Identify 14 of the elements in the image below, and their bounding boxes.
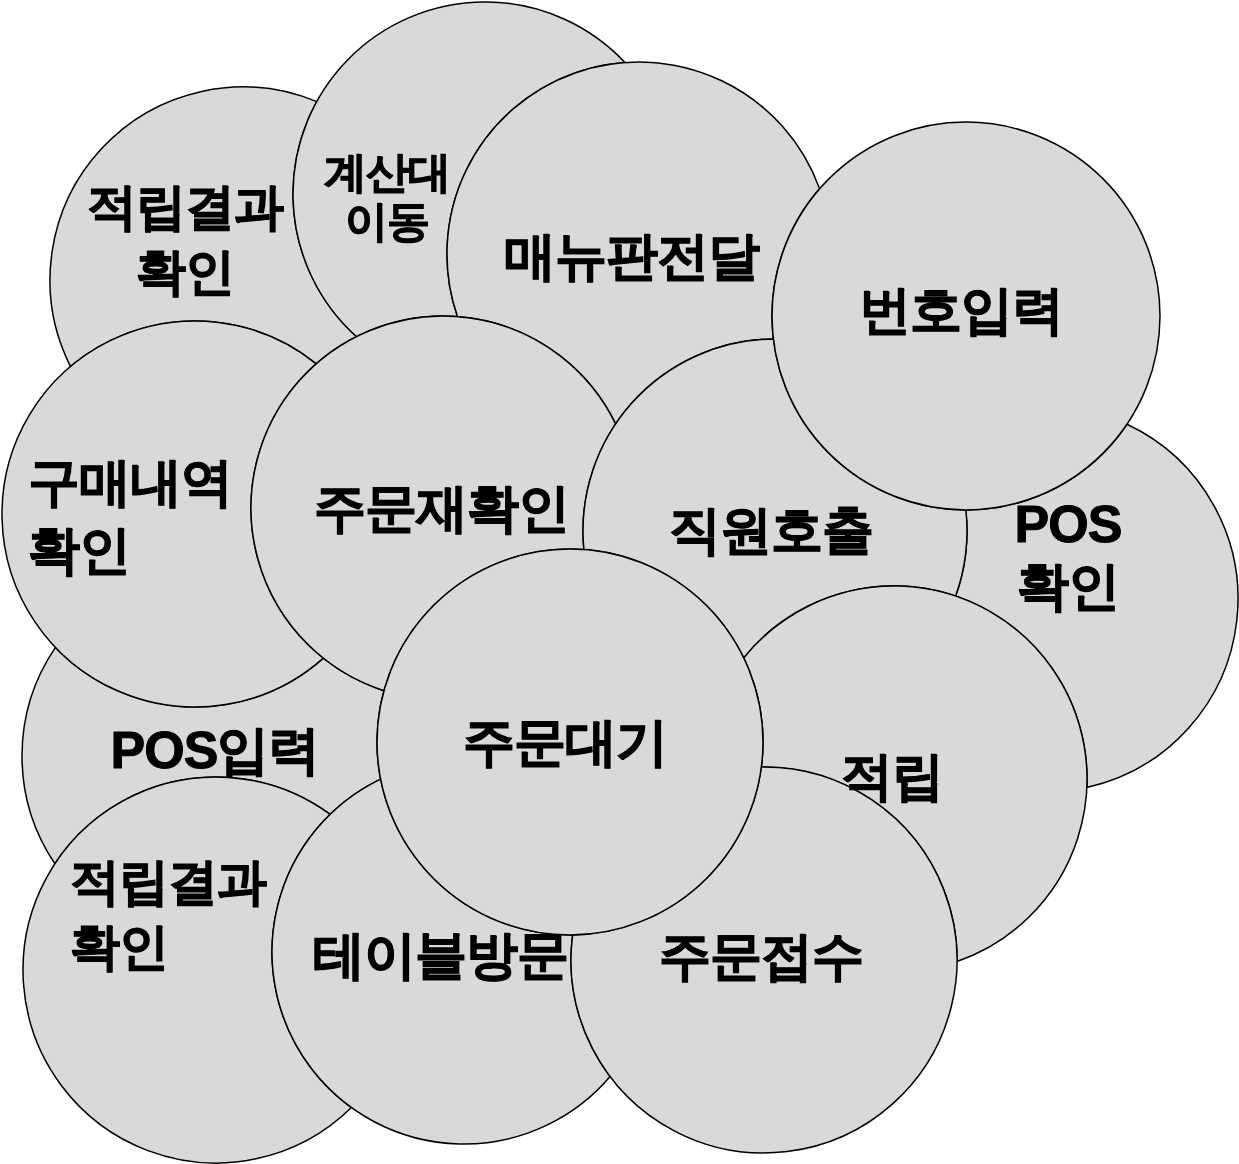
circle-label: 적립	[841, 745, 943, 807]
circle-label: 테이블방문	[312, 924, 568, 986]
circle-label: 주문재확인	[313, 477, 569, 539]
circle-label: 주문접수	[659, 925, 863, 987]
circle-label: POS 확인	[1014, 493, 1122, 617]
circle-label: 매뉴판전달	[503, 225, 759, 287]
circle-label: 구매내역 확인	[28, 452, 232, 581]
circle-label: 적립결과 확인	[70, 853, 266, 977]
circle-label: 계산대 이동	[324, 147, 450, 247]
circle-label: 적립결과 확인	[87, 178, 283, 302]
circle-label: 번호입력	[859, 279, 1063, 341]
circle-label: 주문대기	[463, 711, 667, 773]
circle-label: 직원호출	[669, 499, 873, 561]
circle-label: POS입력	[110, 719, 320, 781]
